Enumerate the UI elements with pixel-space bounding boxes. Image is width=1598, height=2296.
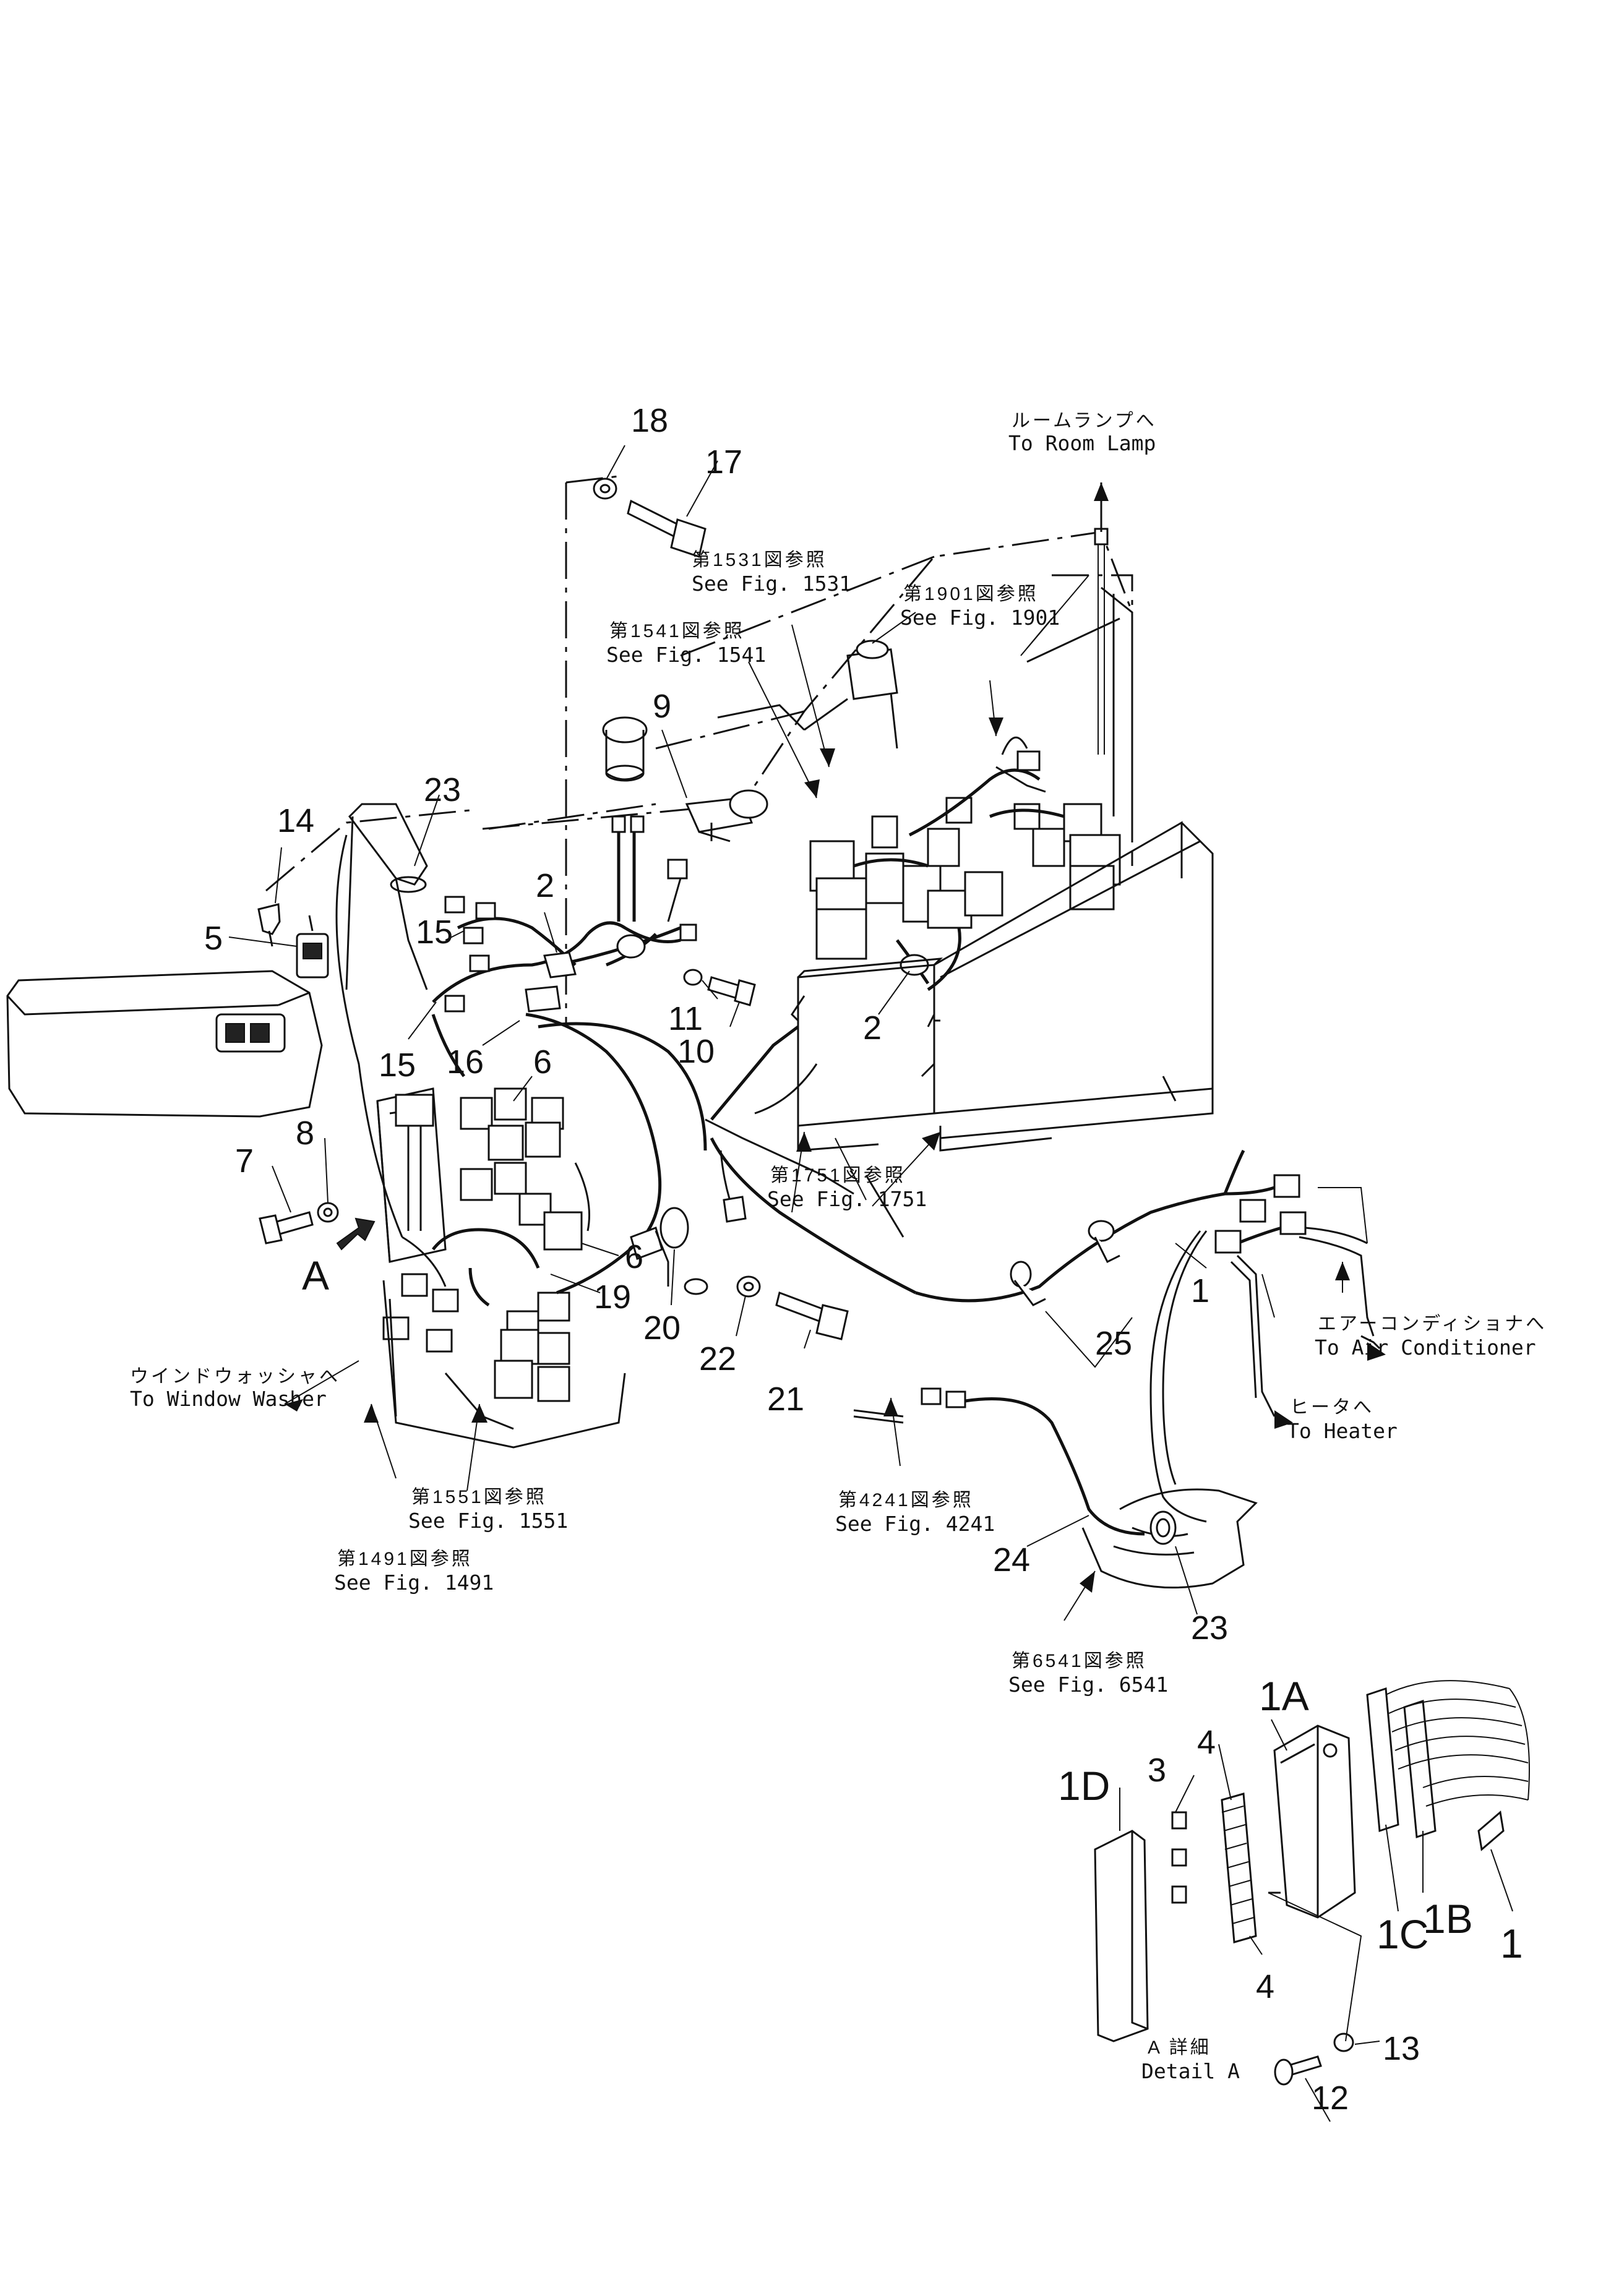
ref-fig1751-en: See Fig. 1751 bbox=[767, 1187, 927, 1211]
callout-13: 13 bbox=[1383, 2030, 1420, 2067]
right-panel-boxes bbox=[791, 586, 1214, 1152]
callout-14: 14 bbox=[277, 802, 314, 839]
callout-1-harness: 1 bbox=[1191, 1272, 1209, 1309]
callout-11: 11 bbox=[668, 1000, 703, 1037]
room-lamp-wire bbox=[1094, 482, 1109, 755]
callout-21: 21 bbox=[767, 1381, 804, 1418]
ref-room-lamp-jp: ルームランプへ bbox=[1012, 411, 1157, 431]
ref-fig1531-jp: 第1531図参照 bbox=[692, 550, 827, 570]
callout-25: 25 bbox=[1095, 1325, 1132, 1362]
ref-fig1491-jp: 第1491図参照 bbox=[337, 1549, 473, 1569]
callout-1A: 1A bbox=[1259, 1673, 1309, 1719]
ref-heater-en: To Heater bbox=[1287, 1419, 1398, 1443]
callout-1C: 1C bbox=[1377, 1911, 1428, 1957]
relay-panel bbox=[376, 1087, 626, 1449]
ref-fig1551-jp: 第1551図参照 bbox=[411, 1487, 547, 1507]
callout-3: 3 bbox=[1148, 1752, 1166, 1789]
callout-6-upper: 6 bbox=[533, 1043, 552, 1081]
ref-fig1551-en: See Fig. 1551 bbox=[408, 1509, 568, 1533]
bolt-17 bbox=[627, 499, 707, 558]
callout-9: 9 bbox=[653, 688, 671, 725]
upper-connectors bbox=[586, 640, 898, 959]
ref-fig1491-en: See Fig. 1491 bbox=[334, 1570, 494, 1595]
washer-18 bbox=[593, 478, 617, 500]
callout-1D: 1D bbox=[1058, 1763, 1110, 1809]
callout-20: 20 bbox=[643, 1309, 681, 1347]
callout-6-lower: 6 bbox=[625, 1238, 643, 1275]
callout-18: 18 bbox=[631, 402, 668, 439]
ref-window-washer-jp: ウインドウォッシャへ bbox=[130, 1366, 340, 1387]
left-armrest bbox=[6, 970, 323, 1118]
callout-19: 19 bbox=[594, 1279, 631, 1316]
ref-fig4241-en: See Fig. 4241 bbox=[835, 1512, 995, 1536]
right-connector-block bbox=[809, 736, 1121, 992]
washer-22 bbox=[736, 1275, 761, 1298]
ref-detail-a-jp: A 詳細 bbox=[1148, 2037, 1211, 2058]
callout-7: 7 bbox=[235, 1142, 254, 1180]
callout-view-a: A bbox=[302, 1253, 329, 1298]
callout-17: 17 bbox=[705, 443, 742, 481]
ref-detail-a-en: Detail A bbox=[1141, 2059, 1240, 2083]
ref-heater-jp: ヒータへ bbox=[1290, 1397, 1374, 1418]
ref-fig1541-jp: 第1541図参照 bbox=[609, 621, 745, 641]
ref-window-washer-en: To Window Washer bbox=[130, 1387, 327, 1411]
callout-12: 12 bbox=[1312, 2080, 1349, 2117]
main-harness-left bbox=[402, 896, 747, 1307]
harness-right bbox=[705, 1026, 1386, 1523]
washer-8 bbox=[317, 1202, 339, 1223]
control-lever bbox=[335, 803, 428, 1238]
leader-lines bbox=[228, 445, 1513, 2122]
callout-15-lower: 15 bbox=[379, 1047, 416, 1084]
callout-24: 24 bbox=[993, 1541, 1030, 1578]
bolt-7 bbox=[259, 1211, 314, 1244]
ref-fig4241-jp: 第4241図参照 bbox=[838, 1490, 974, 1510]
callout-16: 16 bbox=[447, 1043, 484, 1081]
callout-5: 5 bbox=[204, 920, 223, 957]
ref-fig1531-en: See Fig. 1531 bbox=[692, 572, 851, 596]
ref-fig1901-jp: 第1901図参照 bbox=[903, 584, 1039, 604]
detail-a bbox=[1094, 1680, 1530, 2086]
callout-8: 8 bbox=[296, 1115, 314, 1152]
ref-aircon-jp: エアーコンディショナへ bbox=[1318, 1314, 1547, 1334]
view-arrow-a bbox=[336, 1217, 376, 1251]
callout-2-left: 2 bbox=[536, 867, 554, 904]
switch-5 bbox=[296, 915, 329, 979]
callout-23-bottom: 23 bbox=[1191, 1609, 1228, 1647]
ref-fig1901-en: See Fig. 1901 bbox=[900, 606, 1060, 630]
callout-22: 22 bbox=[699, 1340, 736, 1377]
ref-fig6541-en: See Fig. 6541 bbox=[1008, 1673, 1168, 1697]
callout-4-top: 4 bbox=[1197, 1724, 1216, 1761]
ref-fig1541-en: See Fig. 1541 bbox=[606, 643, 766, 667]
ref-fig6541-jp: 第6541図参照 bbox=[1012, 1651, 1147, 1671]
callout-4-bottom: 4 bbox=[1256, 1968, 1274, 2005]
harness-24 bbox=[853, 1387, 1258, 1589]
callout-1-detail: 1 bbox=[1500, 1921, 1523, 1966]
callout-2-right: 2 bbox=[863, 1009, 882, 1047]
callout-15-upper: 15 bbox=[416, 914, 453, 951]
bolt-21 bbox=[775, 1292, 849, 1340]
ref-aircon-en: To Air Conditioner bbox=[1315, 1335, 1536, 1360]
ref-room-lamp-en: To Room Lamp bbox=[1008, 431, 1156, 455]
cab-outline bbox=[265, 475, 1133, 1027]
switch-14 bbox=[257, 903, 281, 947]
callout-10: 10 bbox=[677, 1033, 715, 1070]
ref-fig1751-jp: 第1751図参照 bbox=[770, 1165, 906, 1186]
callout-labels: 18 17 9 23 14 5 2 15 15 16 6 8 7 11 10 2… bbox=[204, 402, 1523, 2117]
callout-1B: 1B bbox=[1423, 1896, 1473, 1942]
callout-23-top: 23 bbox=[424, 771, 461, 808]
bolt-10 bbox=[683, 969, 756, 1006]
reference-labels: ルームランプへ To Room Lamp 第1531図参照 See Fig. 1… bbox=[130, 411, 1547, 2083]
